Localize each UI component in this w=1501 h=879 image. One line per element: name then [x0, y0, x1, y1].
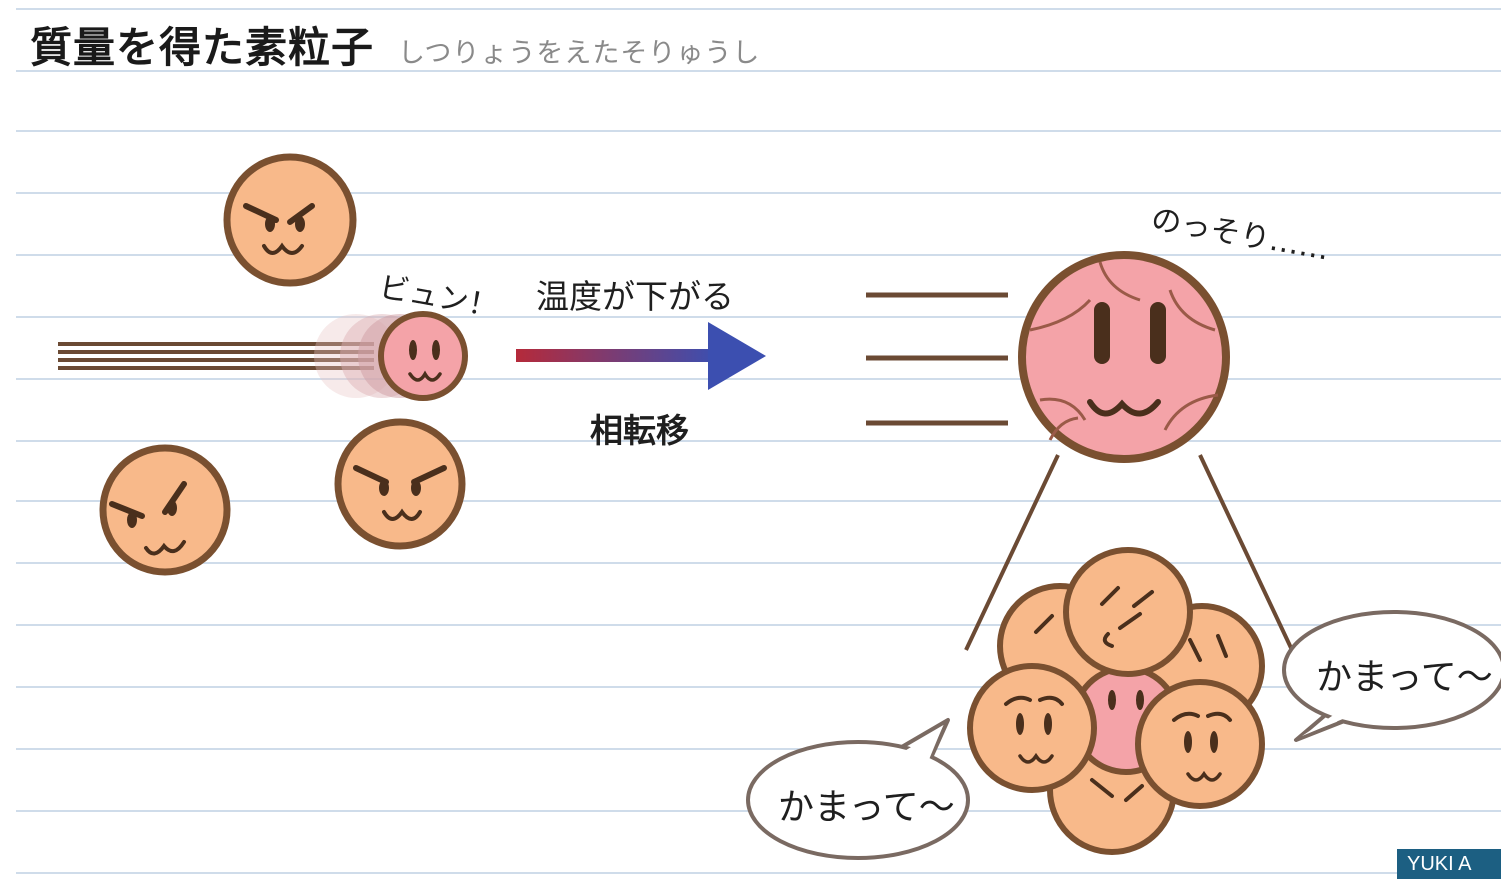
title-reading: しつりょうをえたそりゅうし — [398, 38, 761, 69]
speed-lines — [58, 342, 374, 370]
page-title: 質量を得た素粒子 — [30, 23, 375, 72]
condition-label: 温度が下がる — [536, 277, 734, 316]
speech-text-left: かまって〜 — [778, 787, 955, 828]
fast-particle — [378, 311, 468, 401]
higgs-cluster — [967, 547, 1265, 855]
title-row: 質量を得た素粒子 しつりょうをえたそりゅうし — [30, 14, 760, 75]
slow-motion-lines — [866, 292, 1008, 426]
process-label: 相転移 — [590, 411, 689, 450]
speech-text-right: かまって〜 — [1316, 657, 1493, 698]
credit-badge: YUKI A — [1397, 849, 1501, 879]
speech-bubble-right — [1282, 610, 1501, 742]
angry-particle-bottom-center — [334, 418, 466, 550]
angry-particle-top — [223, 153, 357, 287]
speech-bubble-left — [746, 718, 970, 860]
phase-transition-arrow — [516, 322, 766, 390]
angry-particle-bottom-left — [99, 444, 231, 576]
massive-particle — [1018, 251, 1230, 463]
zoom-lines — [964, 454, 1294, 651]
